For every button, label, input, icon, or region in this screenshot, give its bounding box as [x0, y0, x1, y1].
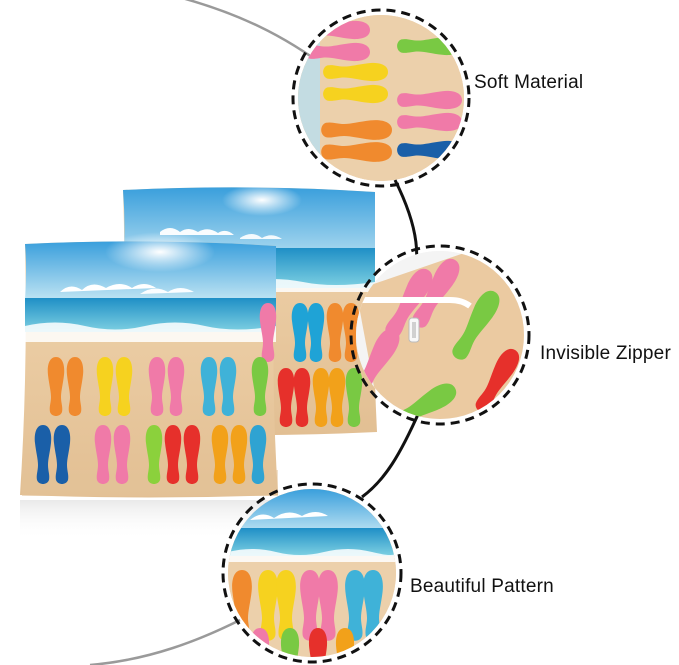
beautiful-pattern-label: Beautiful Pattern [410, 576, 554, 597]
zipper-pull [408, 317, 420, 343]
soft-material-callout [291, 8, 471, 188]
pillow-reflection [20, 500, 280, 540]
beautiful-pattern-callout [221, 482, 403, 664]
soft-material-label: Soft Material [474, 72, 584, 93]
invisible-zipper-label: Invisible Zipper [540, 343, 671, 364]
invisible-zipper-callout [349, 244, 531, 426]
decorative-arc-bottom [89, 618, 241, 665]
